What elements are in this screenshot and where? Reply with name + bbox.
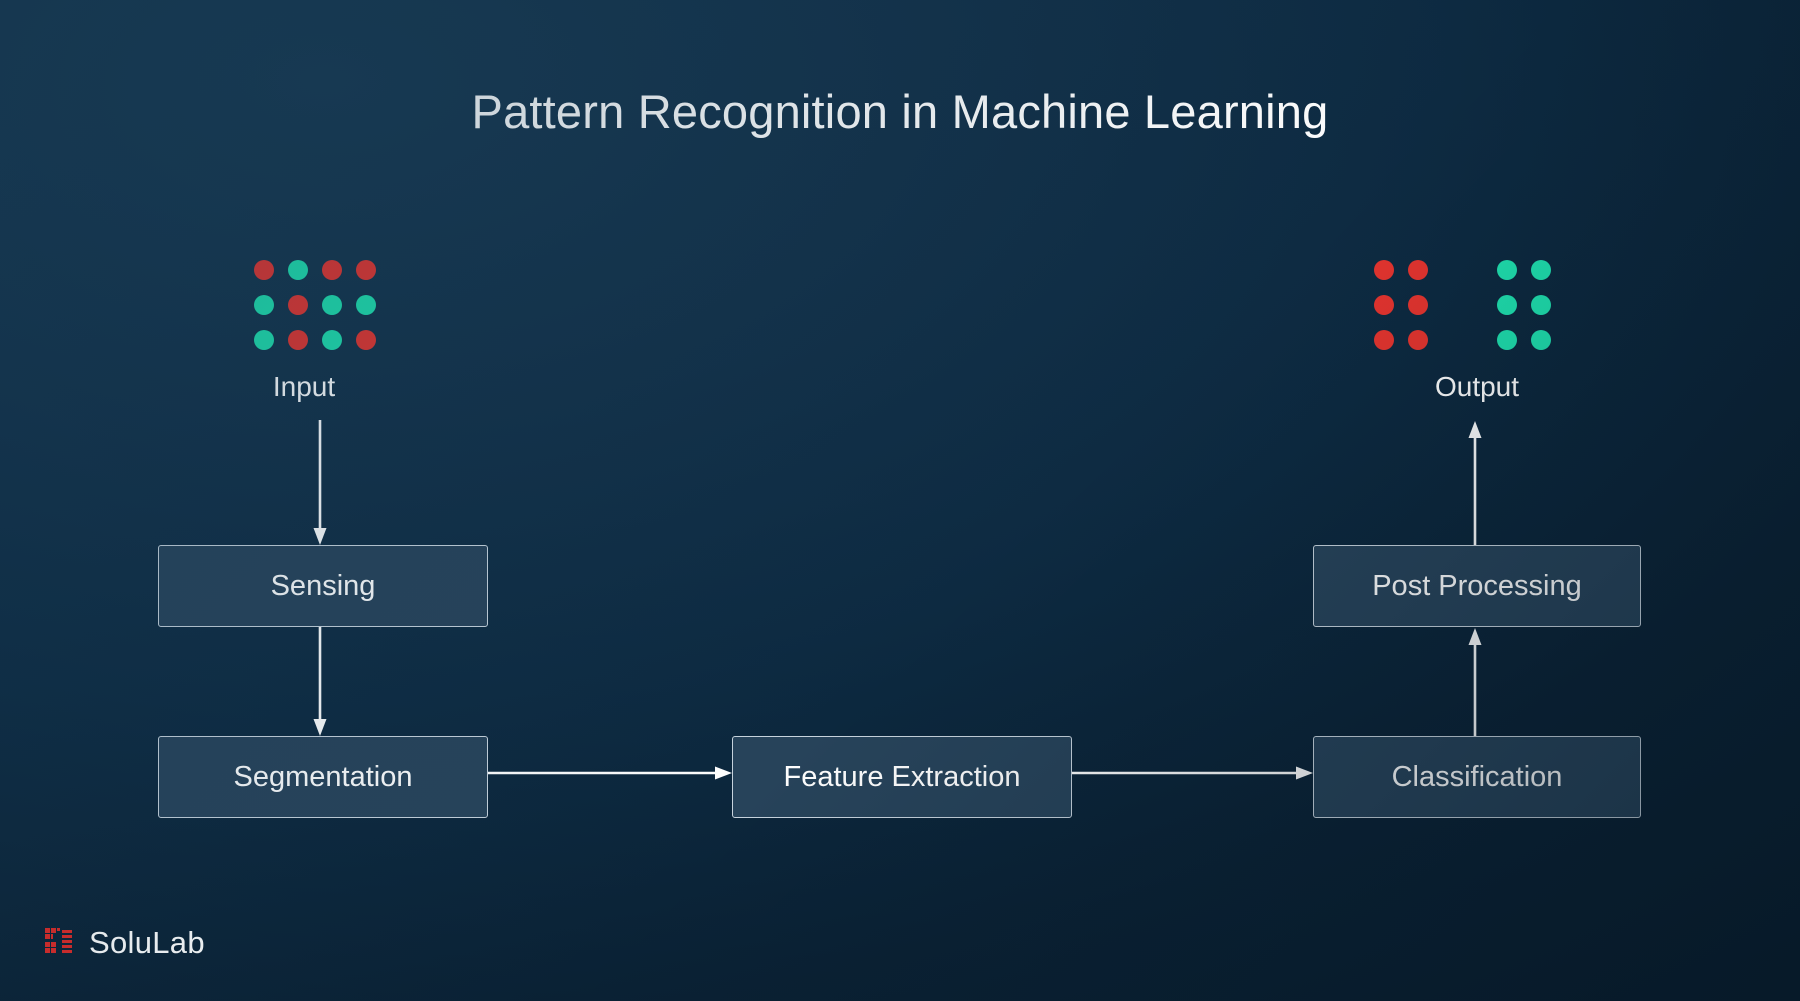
input-dot-r1-c1 (288, 295, 308, 315)
arrow-feature-extraction-to-classification (1072, 766, 1314, 780)
input-dot-r0-c3 (356, 260, 376, 280)
input-dot-r0-c1 (288, 260, 308, 280)
page-title: Pattern Recognition in Machine Learning (471, 85, 1329, 138)
output-green-dot-r2-c1 (1531, 330, 1551, 350)
input-dot-r1-c3 (356, 295, 376, 315)
output-dot-grid-green (1497, 260, 1565, 365)
output-red-dot-r0-c1 (1408, 260, 1428, 280)
arrow-input-to-sensing (313, 420, 327, 546)
output-green-dot-r0-c0 (1497, 260, 1517, 280)
arrow-segmentation-to-feature-extraction (488, 766, 733, 780)
output-green-dot-r1-c0 (1497, 295, 1517, 315)
process-box-classification[interactable]: Classification (1313, 736, 1641, 818)
input-dot-r0-c0 (254, 260, 274, 280)
output-green-dot-r0-c1 (1531, 260, 1551, 280)
process-box-feature-extraction[interactable]: Feature Extraction (732, 736, 1072, 818)
input-dot-r1-c2 (322, 295, 342, 315)
output-label: Output (1434, 371, 1520, 402)
process-box-post-processing[interactable]: Post Processing (1313, 545, 1641, 627)
input-dot-r2-c2 (322, 330, 342, 350)
input-dot-grid (254, 260, 390, 365)
output-red-dot-r2-c0 (1374, 330, 1394, 350)
output-dot-grid-red (1374, 260, 1442, 365)
input-dot-r2-c3 (356, 330, 376, 350)
output-green-dot-r2-c0 (1497, 330, 1517, 350)
solulab-pixel-mark-icon (45, 928, 72, 953)
arrow-sensing-to-segmentation (313, 627, 327, 737)
brand-logo-text: SoluLab (89, 925, 205, 960)
output-red-dot-r0-c0 (1374, 260, 1394, 280)
brand-logo: SoluLab (45, 925, 205, 961)
input-dot-r2-c1 (288, 330, 308, 350)
arrow-classification-to-post-processing (1468, 627, 1482, 737)
process-box-segmentation[interactable]: Segmentation (158, 736, 488, 818)
output-red-dot-r1-c0 (1374, 295, 1394, 315)
arrow-post-processing-to-output (1468, 420, 1482, 546)
input-dot-r2-c0 (254, 330, 274, 350)
output-red-dot-r1-c1 (1408, 295, 1428, 315)
input-label: Input (272, 371, 336, 402)
process-box-sensing[interactable]: Sensing (158, 545, 488, 627)
output-red-dot-r2-c1 (1408, 330, 1428, 350)
output-green-dot-r1-c1 (1531, 295, 1551, 315)
input-dot-r0-c2 (322, 260, 342, 280)
input-dot-r1-c0 (254, 295, 274, 315)
